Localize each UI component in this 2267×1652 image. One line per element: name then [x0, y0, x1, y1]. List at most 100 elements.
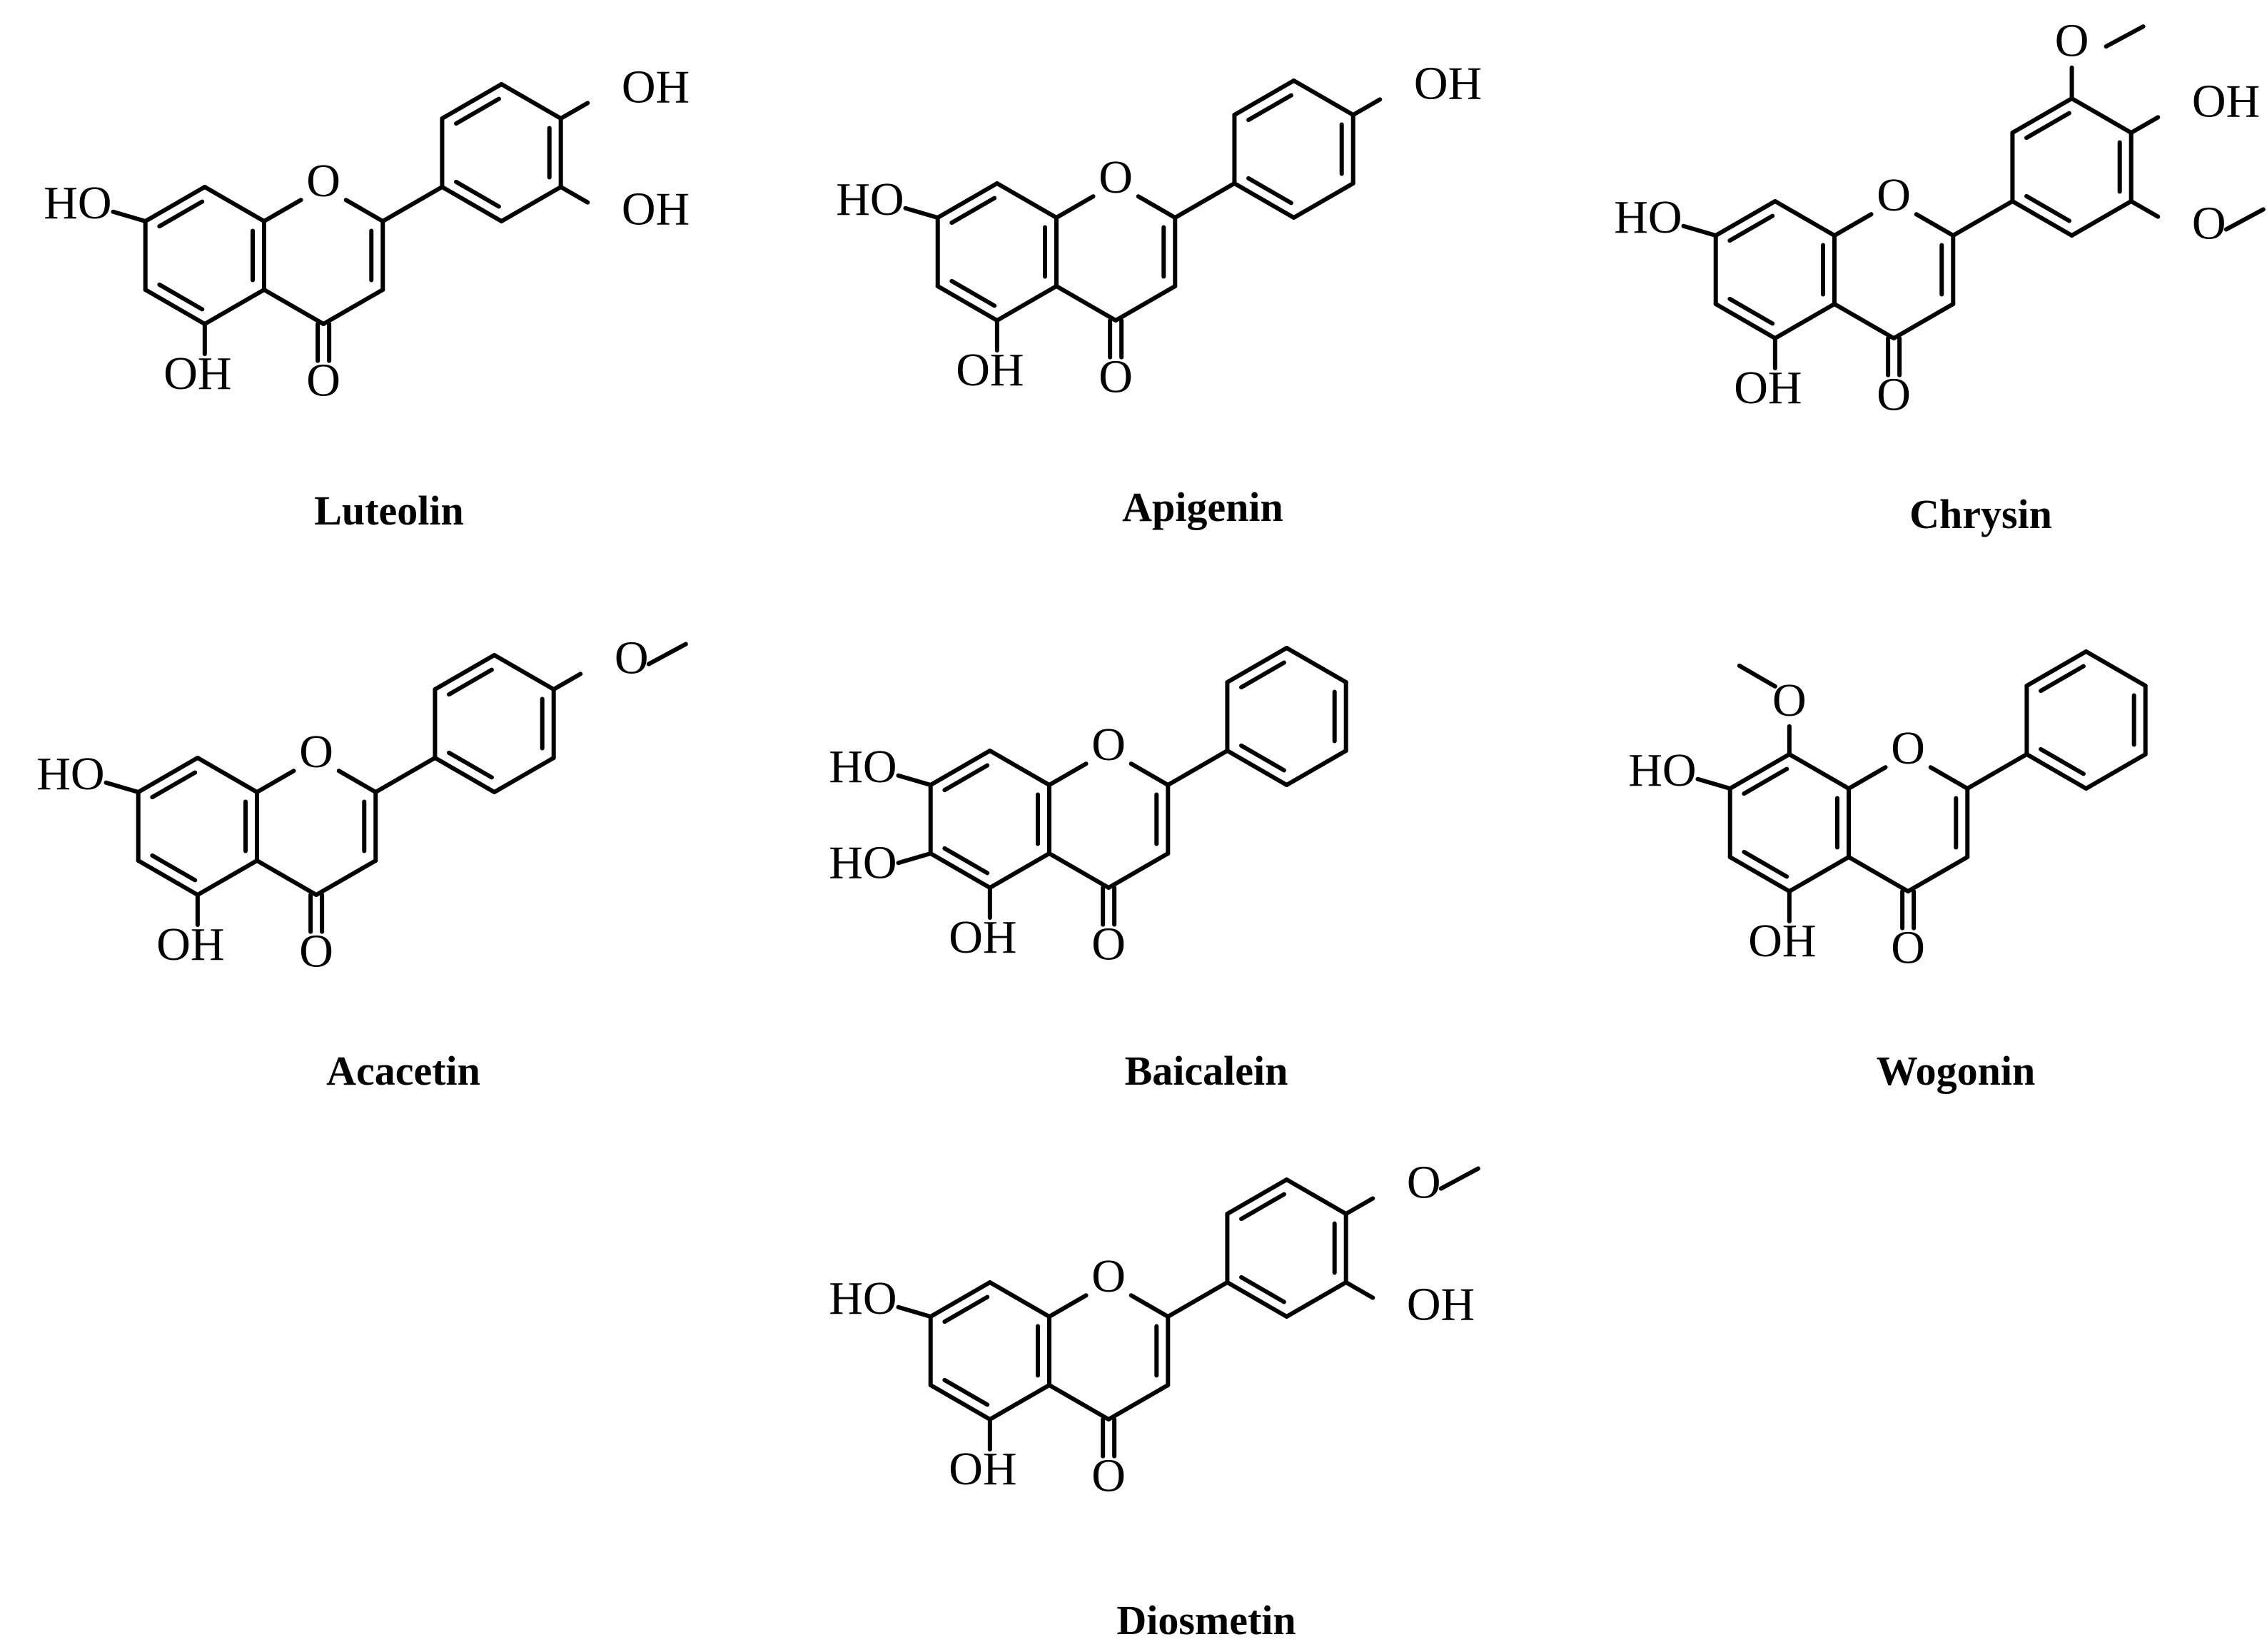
- bond: [1173, 181, 1237, 220]
- c5-hydroxyl-label: OH: [1734, 362, 1802, 414]
- bond: [1225, 646, 1289, 684]
- bond: [551, 672, 583, 691]
- bond: [343, 198, 385, 223]
- methyl-bond: [646, 642, 688, 667]
- bond: [558, 101, 590, 121]
- bond: [896, 1304, 933, 1319]
- bond: [380, 185, 445, 223]
- c7-hydroxyl-label: HO: [829, 741, 897, 793]
- c7-hydroxyl-label: HO: [44, 177, 111, 229]
- ring-oxygen-label: O: [299, 726, 333, 778]
- bond: [499, 82, 563, 121]
- bond: [1681, 223, 1718, 238]
- double-bond-line: [1742, 849, 1789, 879]
- bond: [1727, 855, 1792, 893]
- bond: [2129, 199, 2161, 219]
- bond: [103, 780, 141, 794]
- double-bond-line: [454, 179, 501, 209]
- bond: [2024, 649, 2089, 688]
- double-bond-line: [2024, 193, 2071, 223]
- bond: [1129, 1293, 1171, 1319]
- bond: [1772, 199, 1837, 238]
- bond: [1136, 194, 1178, 220]
- methyl-bond: [2104, 24, 2146, 49]
- bond: [255, 858, 319, 897]
- bond: [195, 756, 259, 794]
- bond: [2129, 115, 2161, 135]
- bond: [1232, 78, 1296, 117]
- bond: [2084, 752, 2148, 791]
- double-bond-line: [1727, 296, 1775, 326]
- compound-name: Diosmetin: [1116, 1597, 1296, 1643]
- carbonyl-oxygen-label: O: [1091, 918, 1126, 971]
- bond: [499, 185, 563, 223]
- carbonyl-oxygen-label: O: [299, 926, 333, 978]
- bond: [1914, 212, 1956, 238]
- bond: [558, 185, 590, 205]
- bond: [1343, 1196, 1375, 1216]
- bond: [1047, 761, 1089, 787]
- ring-oxygen-label: O: [1877, 169, 1911, 221]
- c5-hydroxyl-label: OH: [949, 1443, 1016, 1495]
- ring-oxygen-label: O: [306, 155, 340, 207]
- methyl-bond: [2223, 207, 2266, 232]
- bond: [1225, 1280, 1289, 1319]
- carbonyl-oxygen-label: O: [306, 355, 340, 407]
- bond: [1772, 302, 1837, 340]
- c7-hydroxyl-label: HO: [36, 748, 104, 800]
- carbonyl-oxygen-label: O: [1099, 351, 1133, 403]
- bond: [2069, 96, 2134, 135]
- double-bond-line: [1239, 1192, 1286, 1222]
- bond: [492, 653, 556, 691]
- c5-hydroxyl-label: OH: [156, 918, 224, 971]
- c4p-substituent-label: OH: [622, 61, 690, 113]
- double-bond-line: [942, 846, 990, 876]
- double-bond-line: [1239, 743, 1286, 773]
- bond: [143, 185, 207, 223]
- bond: [994, 181, 1059, 220]
- bond: [321, 288, 385, 326]
- double-bond-line: [2039, 664, 2086, 694]
- bond: [987, 749, 1051, 787]
- compound-name: Chrysin: [1909, 491, 2052, 537]
- bond: [928, 1280, 992, 1319]
- methyl-bond: [1438, 1166, 1480, 1191]
- c7-hydroxyl-label: HO: [829, 1272, 897, 1324]
- bond: [440, 82, 504, 121]
- compound-name: Apigenin: [1122, 484, 1283, 530]
- c6-hydroxyl-label: HO: [829, 836, 897, 888]
- bond: [1114, 284, 1178, 323]
- bond: [492, 756, 556, 794]
- bond: [2069, 199, 2134, 238]
- bond: [195, 858, 259, 897]
- double-bond-line: [157, 199, 205, 229]
- bond: [1965, 752, 2029, 791]
- carbonyl-oxygen-label: O: [1877, 369, 1911, 421]
- bond: [1225, 749, 1289, 787]
- c5-hydroxyl-label: OH: [949, 911, 1016, 963]
- compound-name: Acacetin: [326, 1048, 480, 1094]
- bond: [1343, 1280, 1375, 1300]
- ring-oxygen-label: O: [1099, 151, 1133, 203]
- bond: [1787, 855, 1851, 893]
- bond: [440, 185, 504, 223]
- bond: [1284, 646, 1348, 684]
- bond: [1225, 1177, 1289, 1216]
- double-bond-line: [150, 853, 198, 883]
- compound-name: Wogonin: [1877, 1048, 2035, 1094]
- bond: [1787, 752, 1851, 791]
- bond: [896, 851, 933, 866]
- bond: [2024, 752, 2089, 791]
- bond: [987, 1280, 1051, 1319]
- c5-hydroxyl-label: OH: [163, 348, 231, 400]
- c5-hydroxyl-label: OH: [1748, 915, 1816, 967]
- bond: [1284, 1280, 1348, 1319]
- double-bond-line: [157, 282, 205, 312]
- double-bond-line: [949, 196, 997, 225]
- ring-oxygen-label: O: [1891, 722, 1925, 774]
- bond: [143, 288, 207, 326]
